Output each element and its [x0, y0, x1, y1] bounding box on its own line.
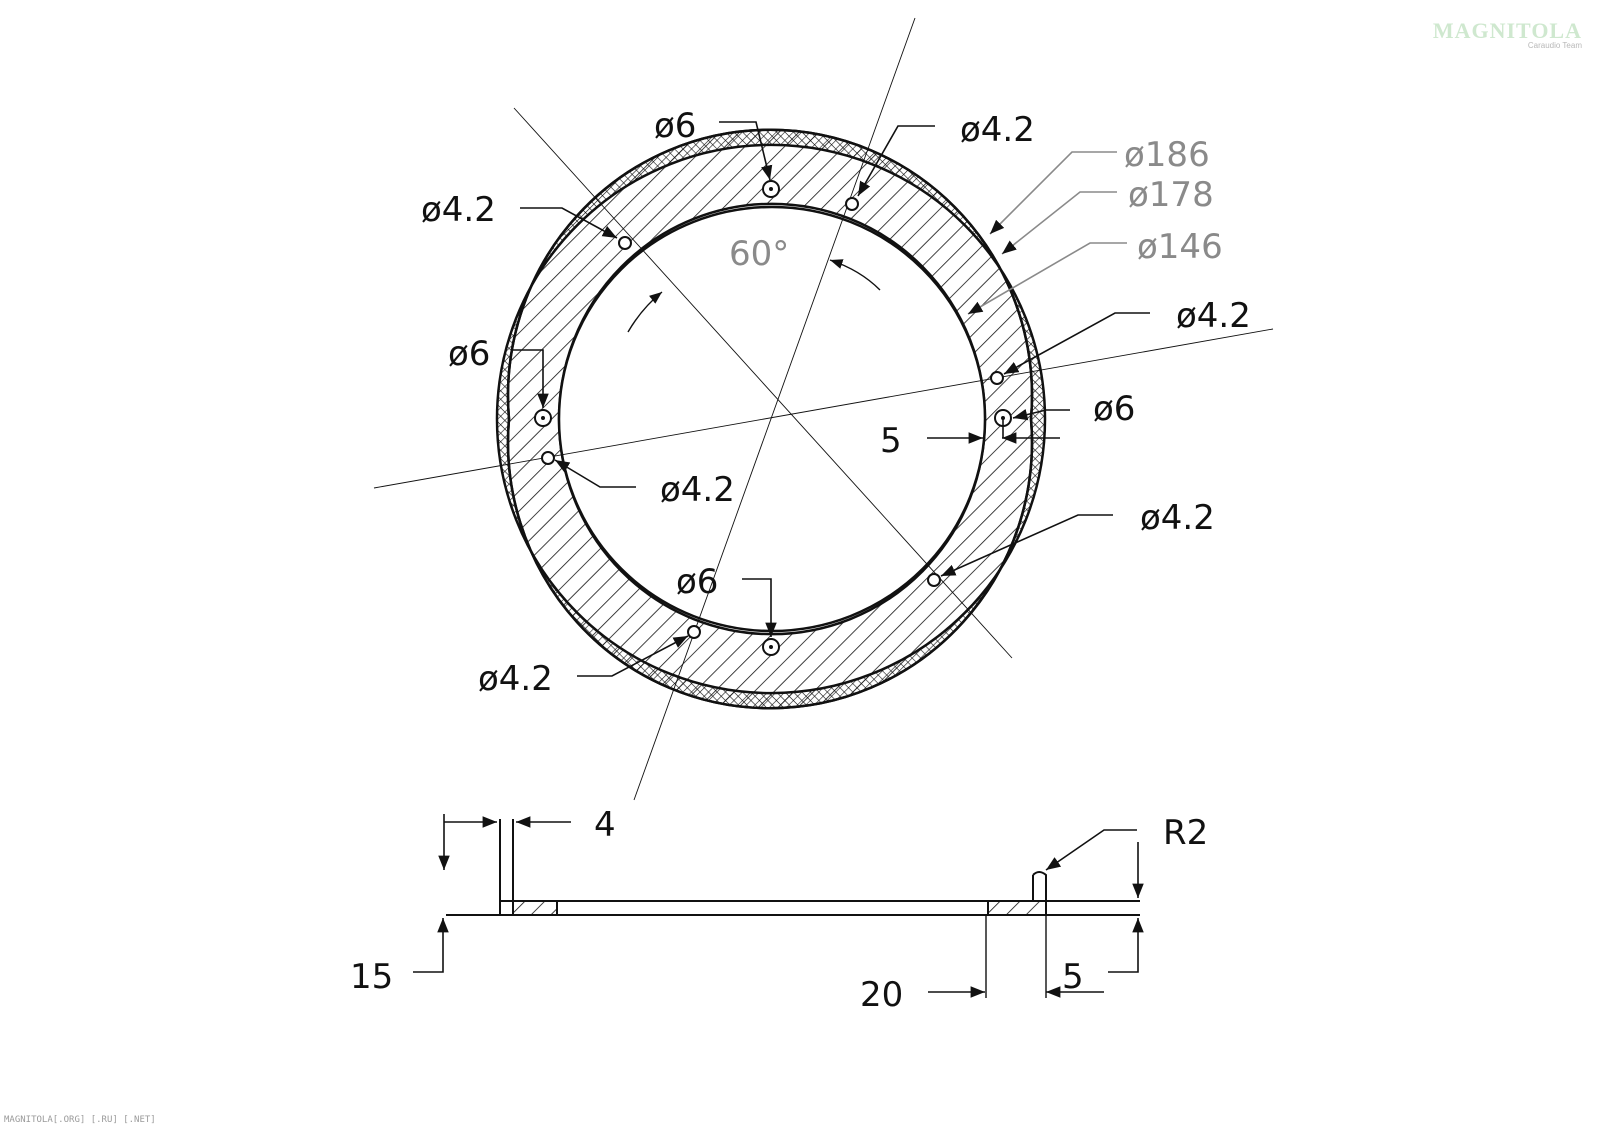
- section-view: [413, 814, 1144, 998]
- section-right-hatch: [987, 900, 1047, 916]
- hole-small: [845, 197, 859, 211]
- label-hole-small-right: ø4.2: [1176, 296, 1251, 336]
- center-line-b: [633, 17, 916, 801]
- hole-small: [541, 451, 555, 465]
- label-hole-small-left-lower: ø4.2: [660, 470, 735, 510]
- small-holes: [541, 197, 1004, 639]
- label-flange-diameter: ø178: [1128, 175, 1214, 215]
- magnitola-logo: MAGNITOLA Caraudio Team: [1433, 20, 1582, 50]
- label-hole-large-left: ø6: [448, 334, 490, 374]
- label-offset: 5: [880, 421, 902, 461]
- top-view: ø6 ø4.2 ø186 ø178 ø146 ø4.2 60° ø4.2 ø6 …: [373, 17, 1274, 801]
- section-left-hatch: [512, 900, 558, 916]
- center-line-a: [513, 107, 1013, 659]
- label-hole-small-lower-right: ø4.2: [1140, 498, 1215, 538]
- label-inner-diameter: ø146: [1137, 227, 1223, 267]
- label-hole-large-top: ø6: [654, 106, 696, 146]
- label-radius: R2: [1163, 813, 1208, 853]
- center-line-c: [373, 328, 1274, 489]
- footer-watermark: MAGNITOLA[.ORG] [.RU] [.NET]: [4, 1115, 156, 1125]
- section-left-wall: [499, 819, 514, 915]
- label-height: 15: [350, 957, 393, 997]
- label-lip: 5: [1062, 957, 1084, 997]
- label-hole-small-upper-left: ø4.2: [421, 190, 496, 230]
- label-outer-diameter: ø186: [1124, 135, 1210, 175]
- label-width: 20: [860, 975, 903, 1015]
- angle-arc-right: [829, 259, 881, 291]
- label-thickness: 4: [594, 805, 616, 845]
- label-hole-small-bottom-left: ø4.2: [478, 659, 553, 699]
- label-hole-small-top-right: ø4.2: [960, 110, 1035, 150]
- hole-small: [618, 236, 632, 250]
- label-hole-large-bottom: ø6: [676, 562, 718, 602]
- angle-arc-left: [627, 291, 663, 333]
- hole-small: [990, 371, 1004, 385]
- label-hole-large-right: ø6: [1093, 389, 1135, 429]
- logo-subtitle: Caraudio Team: [1527, 41, 1582, 50]
- hole-small: [927, 573, 941, 587]
- label-angle: 60°: [729, 234, 789, 274]
- logo-text: MAGNITOLA: [1432, 18, 1582, 43]
- section-right-lip: [1032, 871, 1047, 915]
- hole-small: [687, 625, 701, 639]
